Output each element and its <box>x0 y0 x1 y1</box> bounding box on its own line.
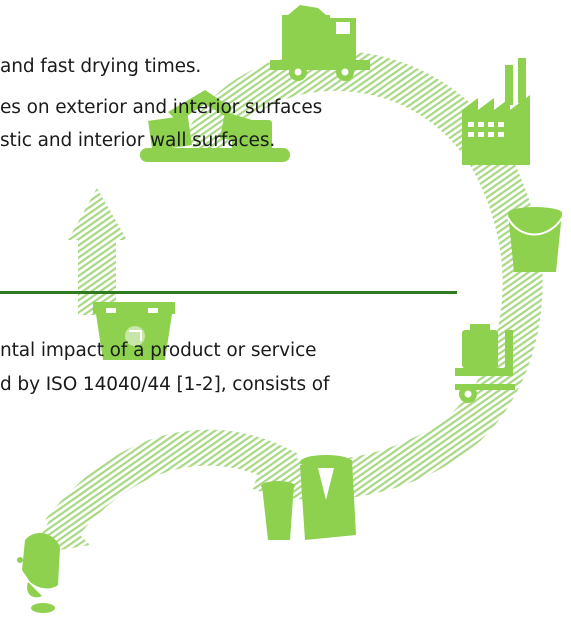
text-line-3: stic and interior wall surfaces. <box>0 128 275 154</box>
paint-bucket-icon <box>508 207 562 272</box>
section-divider <box>0 291 457 294</box>
text-line-5: d by ISO 14040/44 [1-2], consists of <box>0 372 329 398</box>
factory-icon <box>462 58 530 165</box>
text-line-4: ntal impact of a product or service <box>0 338 316 364</box>
paint-splash-icon <box>17 533 60 613</box>
text-line-1: and fast drying times. <box>0 54 201 80</box>
text-line-2: es on exterior and interior surfaces <box>0 95 322 121</box>
truck-icon <box>270 5 370 81</box>
